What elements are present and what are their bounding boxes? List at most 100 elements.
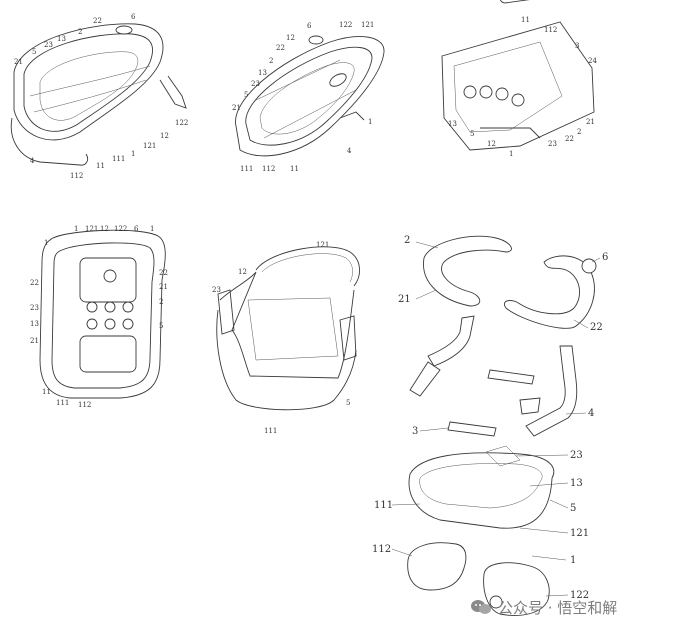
tub-fold-line	[255, 59, 341, 101]
label: 23	[570, 450, 583, 461]
liner-top-rim	[255, 246, 360, 287]
label: 1	[74, 225, 78, 233]
tub-body-outer	[441, 21, 595, 151]
leg-right	[525, 345, 578, 437]
liner-inner-panel	[247, 297, 339, 361]
tub-outline-inner	[51, 242, 155, 389]
drain-outlet	[329, 73, 347, 87]
basin-back-panel	[485, 445, 521, 467]
label: 21	[30, 337, 39, 345]
label: 4	[30, 157, 35, 165]
tub-bottom-panel	[453, 41, 563, 133]
tub-rim-outer	[13, 23, 164, 141]
label: 1	[509, 150, 513, 158]
basin-shell-rim	[409, 452, 555, 479]
tub-rim-outer	[235, 36, 385, 157]
bottom-panel-lower	[79, 335, 137, 373]
label: 4	[347, 147, 352, 155]
label: 5	[159, 322, 163, 330]
label: 1	[131, 150, 135, 158]
label: 12	[487, 140, 496, 148]
label: 5	[470, 130, 474, 138]
label: 11	[42, 388, 51, 396]
label: 5	[570, 503, 576, 514]
label: 13	[570, 478, 583, 489]
label: 6	[131, 13, 136, 21]
tub-leg	[480, 127, 541, 139]
frame-half-right	[504, 255, 595, 329]
leader-lines	[391, 241, 601, 597]
label: 111	[240, 165, 253, 173]
label: 2	[78, 28, 82, 36]
label: 5	[244, 91, 248, 99]
label: 12	[286, 34, 295, 42]
tub-rim-inner	[23, 33, 153, 132]
label: 1	[44, 239, 48, 247]
drain-plug	[115, 25, 133, 35]
label: 23	[548, 140, 557, 148]
label: 121	[143, 142, 156, 150]
label: 121	[85, 225, 98, 233]
figure-2-bathtub-top-perspective: 6 122 121 12 22 2 13 23 5 21 1 4 111 112…	[232, 21, 385, 173]
label: 112	[544, 26, 557, 34]
label: 3	[575, 42, 579, 50]
label: 2	[404, 235, 410, 246]
drain-fitting	[489, 595, 503, 609]
frame-half-left	[423, 235, 512, 307]
label: 24	[588, 57, 597, 65]
watermark-text: 公众号 · 悟空和解	[498, 598, 618, 617]
label: 12	[238, 268, 247, 276]
tub-fold-line-2	[263, 89, 357, 139]
label: 6	[134, 225, 139, 233]
label: 22	[565, 135, 574, 143]
label: 21	[232, 104, 241, 112]
label: 1	[150, 225, 154, 233]
label: 11	[290, 165, 299, 173]
drain-plug	[308, 35, 324, 45]
drain-hole	[511, 93, 525, 107]
leg-right-end	[519, 397, 541, 415]
bottom-panel-122	[483, 562, 550, 616]
label: 21	[14, 58, 23, 66]
label: 111	[264, 427, 277, 435]
label: 13	[30, 320, 39, 328]
label: 23	[212, 286, 221, 294]
label: 6	[602, 252, 608, 263]
label: 13	[448, 120, 457, 128]
tub-leg-left	[10, 117, 89, 166]
label: 21	[159, 283, 168, 291]
label: 22	[159, 269, 168, 277]
label: 13	[57, 35, 66, 43]
drain-hole	[122, 318, 134, 330]
label: 11	[96, 162, 105, 170]
tub-leg	[339, 111, 365, 121]
connector-bar-middle	[487, 369, 535, 385]
label: 122	[339, 21, 352, 29]
tub-outline-outer	[39, 229, 166, 399]
label: 21	[586, 118, 595, 126]
label: 22	[590, 322, 603, 333]
label: 112	[78, 401, 91, 409]
label: 21	[398, 294, 411, 305]
label: 12	[100, 225, 109, 233]
label: 2	[269, 57, 273, 65]
label: 1	[368, 118, 372, 126]
label: 3	[412, 426, 418, 437]
label: 23	[251, 80, 260, 88]
liner-bottom	[216, 309, 357, 411]
liner-side-strap-left	[217, 289, 235, 335]
label: 22	[30, 279, 39, 287]
drain-center	[103, 269, 117, 283]
label: 112	[372, 544, 391, 555]
label: 1	[570, 555, 576, 566]
drain-hole	[104, 318, 116, 330]
leg-lower-left	[409, 361, 441, 397]
tub-insert-panel	[499, 0, 561, 4]
label: 2	[159, 298, 163, 306]
label: 122	[570, 590, 589, 601]
drain-hole	[495, 87, 509, 101]
label: 5	[346, 399, 350, 407]
liner-body	[219, 271, 355, 379]
figure-3-bathtub-bottom-perspective: 11 112 3 24 13 5 12 1 23 22 2 21	[441, 0, 597, 158]
